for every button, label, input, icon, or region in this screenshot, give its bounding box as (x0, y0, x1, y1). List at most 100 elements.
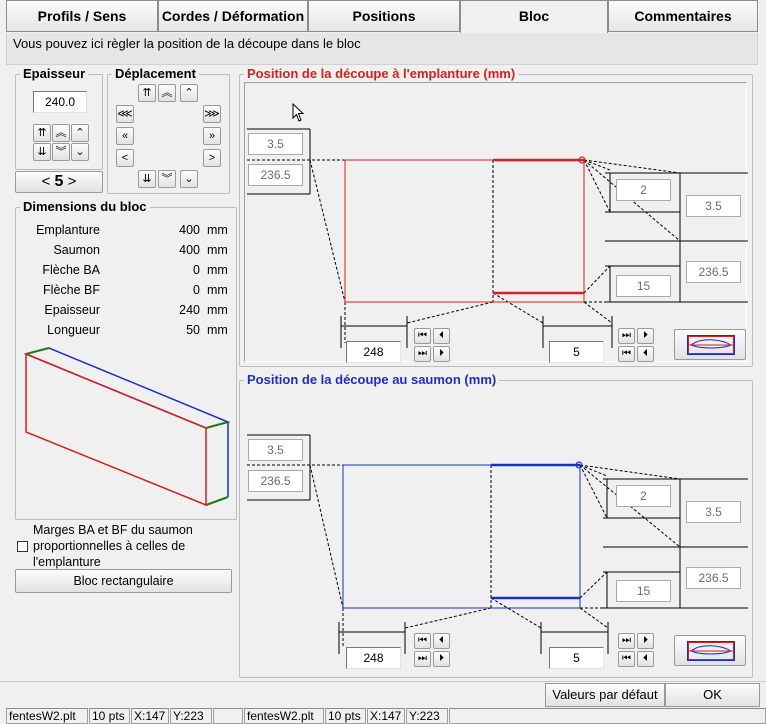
status-file-left: fentesW2.plt (6, 708, 88, 724)
move-down-medium-button[interactable]: ︾ (158, 170, 176, 188)
dim-label-epaisseur: Epaisseur (44, 303, 100, 317)
emplanture-bf-input[interactable]: 5 (549, 341, 604, 363)
dimensions-title: Dimensions du bloc (20, 199, 150, 215)
epaisseur-down-button[interactable]: ⌄ (71, 143, 89, 161)
tab-cordes-deformation[interactable]: Cordes / Déformation (158, 0, 308, 32)
defaults-button[interactable]: Valeurs par défaut (545, 683, 665, 707)
dimensions-group: Dimensions du bloc (15, 199, 237, 520)
status-pts-left: 10 pts (89, 708, 130, 724)
emplanture-right-top-small-input[interactable]: 2 (616, 179, 671, 201)
profile-icon (687, 335, 735, 355)
emplanture-title: Position de la découpe à l'emplanture (m… (244, 66, 519, 82)
move-up-medium-button[interactable]: ︽ (158, 84, 176, 102)
mouse-cursor-icon (292, 102, 305, 122)
tab-bloc[interactable]: Bloc (460, 0, 608, 33)
dim-unit: mm (207, 323, 228, 337)
saumon-right-top-small-input[interactable]: 2 (616, 485, 671, 507)
emplanture-profile-preview-button[interactable] (674, 329, 746, 360)
status-filler (449, 708, 766, 724)
tab-positions[interactable]: Positions (308, 0, 460, 32)
marges-label-line-3: l'emplanture (33, 555, 101, 569)
move-right-medium-button[interactable]: » (203, 127, 221, 145)
tab-commentaires[interactable]: Commentaires (608, 0, 758, 32)
epaisseur-medium-down-button[interactable]: ︾ (52, 143, 70, 161)
emplanture-right-bottom-big-input[interactable]: 236.5 (686, 261, 741, 283)
deplacement-title: Déplacement (112, 66, 199, 82)
dim-unit: mm (207, 243, 228, 257)
status-file-right: fentesW2.plt (244, 708, 324, 724)
saumon-right-bottom-big-input[interactable]: 236.5 (686, 567, 741, 589)
move-down-button[interactable]: ⌄ (180, 170, 198, 188)
emplanture-ba-fast-right-button[interactable]: ⏭ (414, 346, 431, 362)
emplanture-right-bottom-small-input[interactable]: 15 (616, 275, 671, 297)
epaisseur-group: Epaisseur (15, 66, 103, 170)
dim-label-fleche-bf: Flèche BF (43, 283, 100, 297)
move-up-fast-button[interactable]: ⇈ (138, 84, 156, 102)
saumon-bf-right-button[interactable]: ⏵ (637, 633, 654, 649)
emplanture-bf-left-button[interactable]: ⏴ (637, 346, 654, 362)
saumon-ba-right-button[interactable]: ⏵ (433, 651, 450, 667)
saumon-bf-fast-left-button[interactable]: ⏮ (618, 651, 635, 667)
emplanture-bf-fast-right-button[interactable]: ⏭ (618, 328, 635, 344)
emplanture-bf-right-button[interactable]: ⏵ (637, 328, 654, 344)
status-y-right: Y:223 (406, 708, 448, 724)
emplanture-ba-fast-left-button[interactable]: ⏮ (414, 328, 431, 344)
epaisseur-medium-up-button[interactable]: ︽ (52, 124, 70, 142)
saumon-profile-preview-button[interactable] (674, 635, 746, 666)
saumon-top-margin-input[interactable]: 3.5 (248, 439, 303, 461)
saumon-right-bottom-small-input[interactable]: 15 (616, 580, 671, 602)
dim-label-saumon: Saumon (53, 243, 100, 257)
emplanture-top-margin-input[interactable]: 3.5 (248, 133, 303, 155)
marges-checkbox[interactable] (17, 541, 28, 552)
saumon-ba-left-button[interactable]: ⏴ (433, 633, 450, 649)
epaisseur-input[interactable]: 240.0 (33, 91, 87, 113)
saumon-bf-fast-right-button[interactable]: ⏭ (618, 633, 635, 649)
move-right-fast-button[interactable]: ⋙ (203, 105, 221, 123)
step-value: 5 (54, 173, 64, 190)
dim-unit: mm (207, 303, 228, 317)
epaisseur-title: Epaisseur (20, 66, 89, 82)
saumon-bottom-offset-input[interactable]: 236.5 (248, 470, 303, 492)
emplanture-right-top-big-input[interactable]: 3.5 (686, 195, 741, 217)
move-left-fast-button[interactable]: ⋘ (116, 105, 134, 123)
saumon-bf-input[interactable]: 5 (549, 647, 604, 669)
ok-button[interactable]: OK (665, 683, 760, 707)
epaisseur-up-button[interactable]: ⌃ (71, 124, 89, 142)
step-increase-icon[interactable]: > (67, 173, 77, 190)
footer-divider (0, 681, 766, 682)
saumon-ba-fast-right-button[interactable]: ⏭ (414, 651, 431, 667)
dim-label-longueur: Longueur (47, 323, 100, 337)
emplanture-ba-input[interactable]: 248 (346, 341, 401, 363)
emplanture-ba-left-button[interactable]: ⏴ (433, 328, 450, 344)
saumon-ba-input[interactable]: 248 (346, 647, 401, 669)
dim-value-fleche-bf: 0 (193, 283, 200, 297)
epaisseur-fast-down-button[interactable]: ⇊ (33, 143, 51, 161)
dim-unit: mm (207, 283, 228, 297)
bloc-rectangulaire-button[interactable]: Bloc rectangulaire (15, 569, 232, 593)
emplanture-ba-right-button[interactable]: ⏵ (433, 346, 450, 362)
move-right-button[interactable]: > (203, 149, 221, 167)
deplacement-group: Déplacement (107, 66, 230, 194)
epaisseur-fast-up-button[interactable]: ⇈ (33, 124, 51, 142)
move-down-fast-button[interactable]: ⇊ (138, 170, 156, 188)
saumon-bf-left-button[interactable]: ⏴ (637, 651, 654, 667)
saumon-right-top-big-input[interactable]: 3.5 (686, 501, 741, 523)
dim-unit: mm (207, 263, 228, 277)
step-decrease-icon[interactable]: < (41, 173, 51, 190)
dim-value-epaisseur: 240 (179, 303, 200, 317)
emplanture-bottom-offset-input[interactable]: 236.5 (248, 164, 303, 186)
saumon-title: Position de la découpe au saumon (mm) (244, 372, 500, 388)
tab-profils-sens[interactable]: Profils / Sens (6, 0, 158, 32)
status-y-left: Y:223 (170, 708, 212, 724)
move-left-button[interactable]: < (116, 149, 134, 167)
step-selector[interactable]: < 5 > (15, 171, 103, 193)
move-left-medium-button[interactable]: « (116, 127, 134, 145)
status-x-right: X:147 (367, 708, 405, 724)
status-pts-right: 10 pts (325, 708, 366, 724)
dim-label-fleche-ba: Flèche BA (42, 263, 100, 277)
saumon-ba-fast-left-button[interactable]: ⏮ (414, 633, 431, 649)
move-up-button[interactable]: ⌃ (180, 84, 198, 102)
emplanture-bf-fast-left-button[interactable]: ⏮ (618, 346, 635, 362)
